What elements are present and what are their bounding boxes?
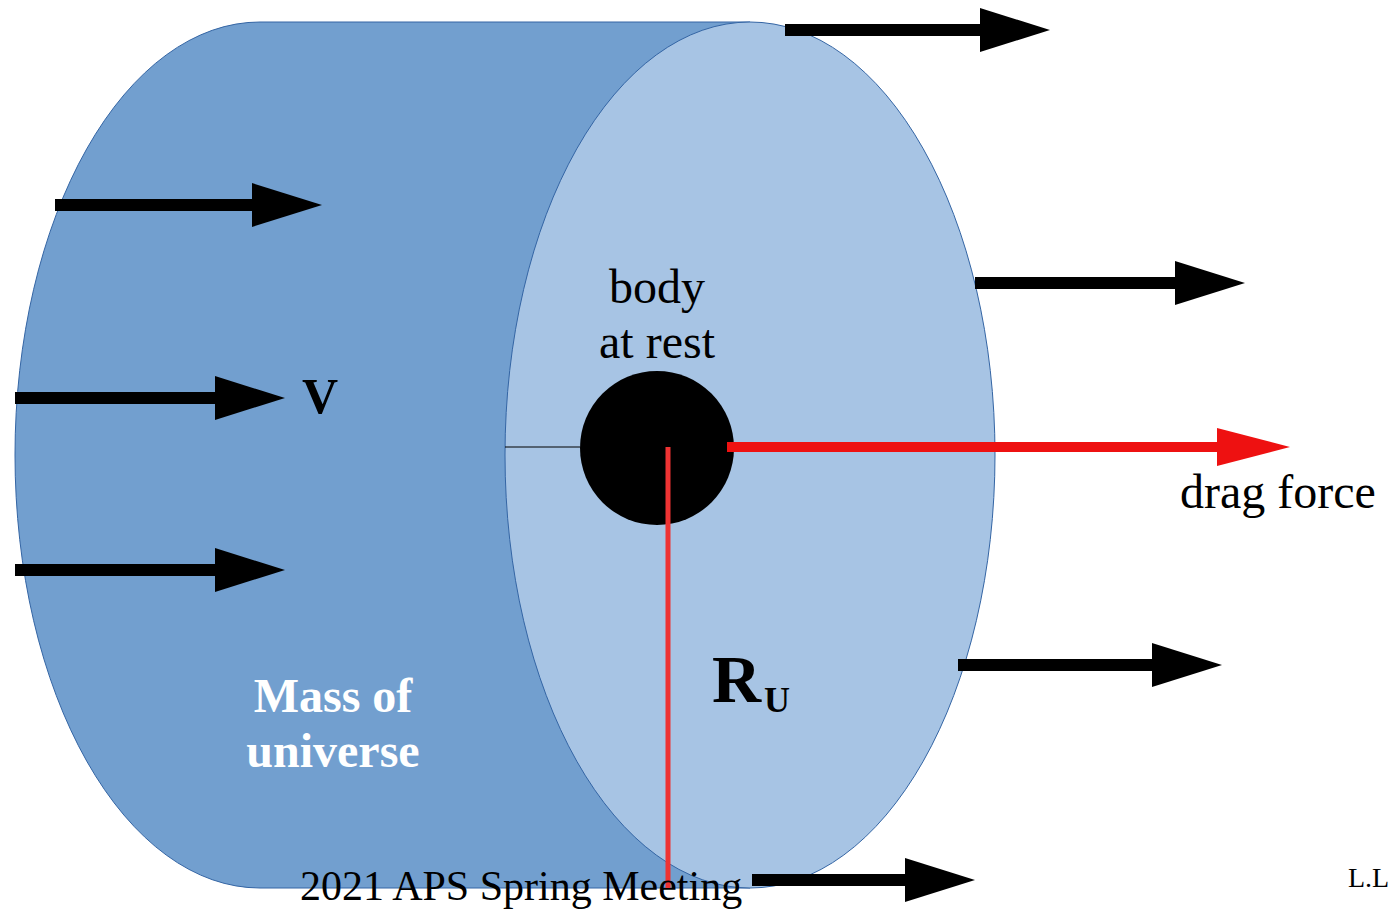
radius-subscript: U: [764, 682, 790, 718]
universe-cylinder: V Mass of universe body at rest: [15, 22, 995, 888]
body-disc: [580, 371, 734, 525]
force-label: drag force: [1180, 468, 1376, 516]
radius-line: [666, 447, 671, 888]
flow-arrow: [975, 261, 1245, 305]
flow-arrow: [785, 8, 1050, 52]
flow-arrow: [15, 548, 285, 592]
radius-symbol: R: [712, 645, 761, 713]
cylinder-front: [505, 22, 995, 888]
author-initials: L.L: [1348, 864, 1389, 892]
velocity-label: V: [302, 371, 338, 421]
meeting-note: 2021 APS Spring Meeting: [300, 865, 742, 907]
flow-arrow: [55, 183, 322, 227]
body-label: body at rest: [595, 259, 720, 369]
flow-arrow: [15, 376, 285, 420]
cylinder-outline: [15, 22, 995, 888]
flow-arrow: [752, 858, 975, 902]
flow-arrow: [958, 643, 1222, 687]
body-circle: body at rest: [574, 259, 740, 527]
mass-label: Mass of universe: [203, 668, 463, 778]
drag-force-arrow: [727, 428, 1290, 466]
axis-line: [505, 447, 580, 448]
